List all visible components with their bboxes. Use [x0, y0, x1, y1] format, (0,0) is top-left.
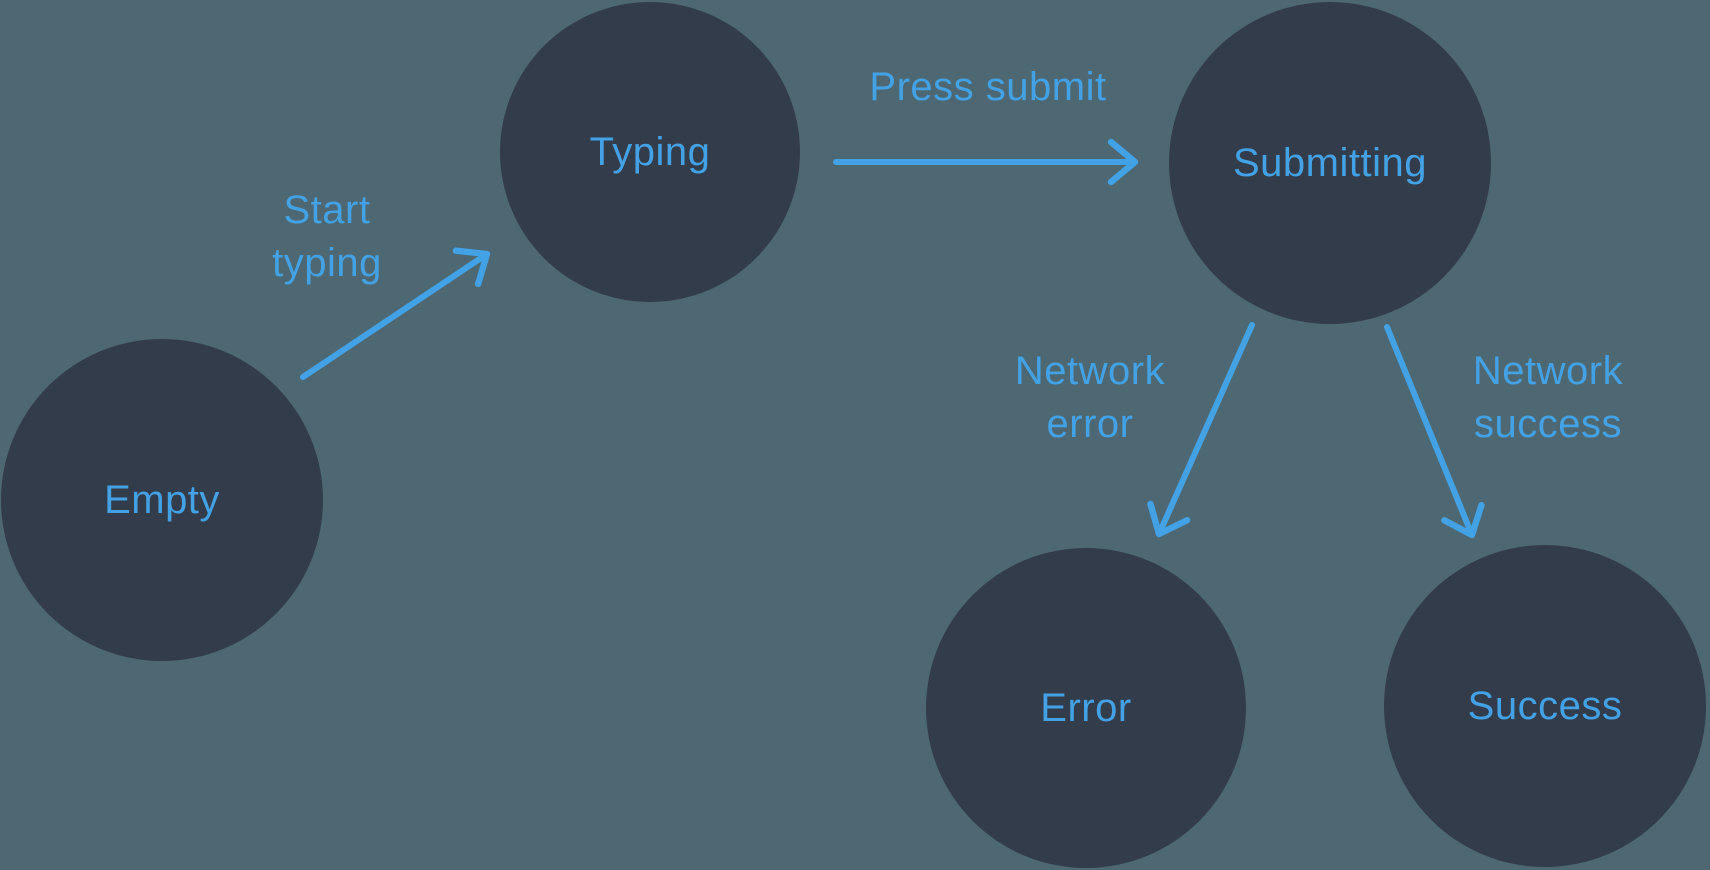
transition-arrow-network-success [1384, 324, 1485, 539]
state-success-label: Success [1467, 683, 1623, 728]
state-typing-label: Typing [589, 129, 711, 174]
state-empty-label: Empty [104, 477, 220, 522]
state-error-label: Error [1040, 685, 1132, 730]
state-empty: Empty [1, 339, 323, 661]
state-submitting-label: Submitting [1233, 140, 1427, 185]
transition-label-network-error: Network error [1014, 349, 1166, 446]
state-success: Success [1384, 545, 1706, 867]
transition-arrow-start-typing [300, 247, 491, 380]
transition-label-start-typing: Start typing [272, 188, 382, 285]
state-error: Error [926, 548, 1246, 868]
state-typing: Typing [500, 2, 800, 302]
transition-arrow-network-error [1147, 322, 1255, 538]
transition-label-press-submit: Press submit [869, 65, 1107, 109]
transition-label-network-success: Network success [1472, 349, 1624, 446]
state-submitting: Submitting [1169, 2, 1491, 324]
